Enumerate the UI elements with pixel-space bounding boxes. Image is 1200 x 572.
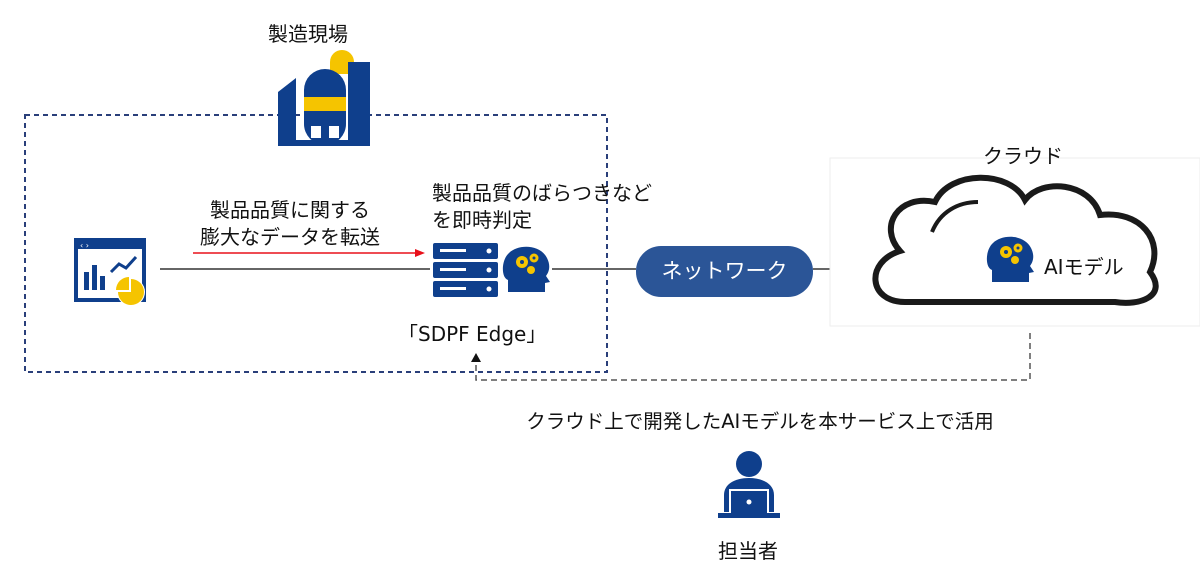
dashboard-icon: ‹ › — [74, 238, 146, 306]
edge-description-line2: を即時判定 — [432, 208, 532, 232]
transfer-label: 製品品質に関する 膨大なデータを転送 — [180, 197, 400, 251]
cloud-label: クラウド — [983, 144, 1063, 168]
edge-description: 製品品質のばらつきなど を即時判定 — [432, 180, 652, 234]
transfer-label-line2: 膨大なデータを転送 — [200, 225, 380, 249]
factory-label: 製造現場 — [268, 22, 348, 46]
svg-text:‹ ›: ‹ › — [80, 241, 89, 250]
feedback-arrow-head — [471, 353, 481, 362]
transfer-arrow-head — [415, 249, 425, 257]
ai-head-icon — [502, 246, 550, 292]
network-pill — [636, 246, 813, 297]
edge-name: 「SDPF Edge」 — [398, 322, 547, 346]
operator-label: 担当者 — [718, 539, 778, 563]
feedback-path — [475, 333, 1031, 381]
cloud-ai-head-icon — [986, 236, 1034, 282]
ai-model-label: AIモデル — [1044, 255, 1124, 279]
cloud-highlight — [930, 200, 979, 233]
transfer-label-line1: 製品品質に関する — [210, 198, 370, 222]
network-label: ネットワーク — [661, 259, 788, 283]
edge-description-line1: 製品品質のばらつきなど — [432, 181, 652, 205]
feedback-label: クラウド上で開発したAIモデルを本サービス上で活用 — [526, 410, 994, 433]
server-icon — [433, 243, 498, 297]
operator-icon — [718, 451, 780, 518]
factory-icon — [278, 50, 370, 146]
